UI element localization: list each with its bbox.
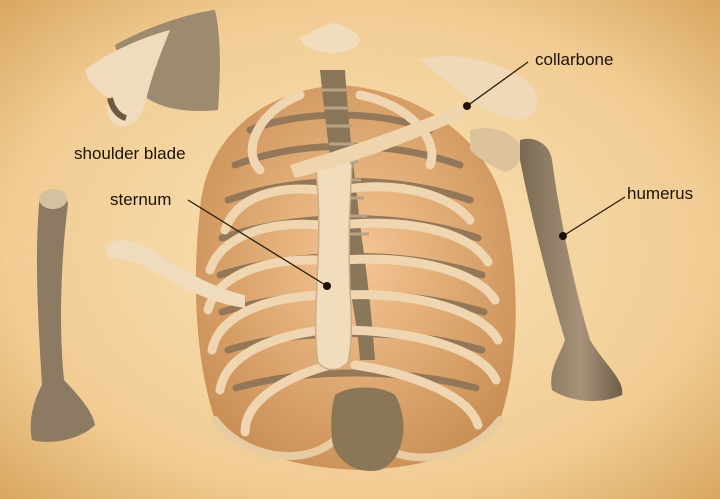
shoulder-blade-label: shoulder blade bbox=[74, 144, 186, 164]
humerus-dot bbox=[559, 232, 567, 240]
sternum-dot bbox=[323, 282, 331, 290]
humerus-label: humerus bbox=[627, 184, 693, 204]
collarbone-dot bbox=[463, 102, 471, 110]
sternum-bone bbox=[315, 154, 352, 370]
sternum-label: sternum bbox=[110, 190, 171, 210]
collarbone-label: collarbone bbox=[535, 50, 613, 70]
